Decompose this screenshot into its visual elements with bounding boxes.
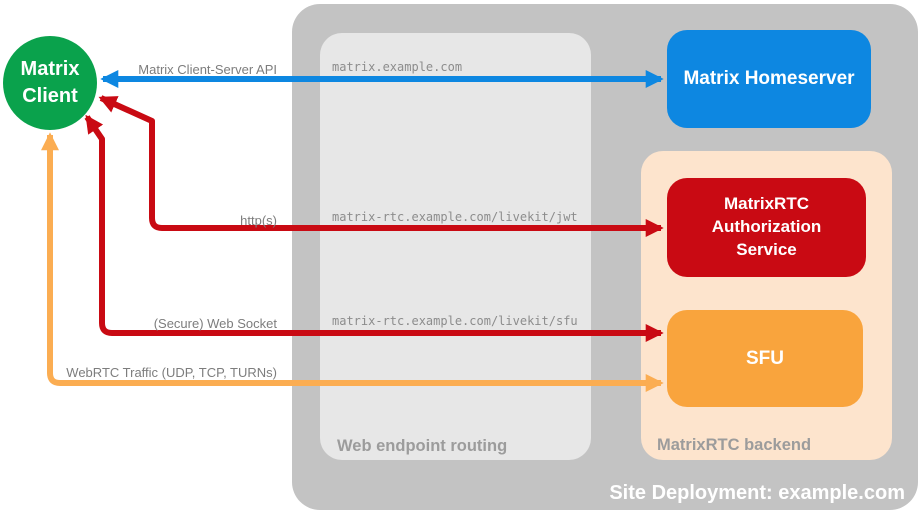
route-homeserver-domain: matrix.example.com	[332, 60, 463, 74]
websocket-label: (Secure) Web Socket	[153, 316, 277, 331]
route-jwt-endpoint: matrix-rtc.example.com/livekit/jwt	[332, 210, 578, 224]
webrtc-label: WebRTC Traffic (UDP, TCP, TURNs)	[66, 365, 277, 380]
client-server-api-label: Matrix Client-Server API	[138, 62, 277, 77]
web-endpoint-routing-label: Web endpoint routing	[337, 437, 508, 455]
auth-service-node: MatrixRTC Authorization Service	[667, 178, 866, 277]
https-label: http(s)	[240, 213, 277, 228]
web-endpoint-routing-container	[320, 33, 591, 460]
sfu-node: SFU	[667, 310, 863, 407]
route-sfu-endpoint: matrix-rtc.example.com/livekit/sfu	[332, 314, 578, 328]
matrix-client-node: Matrix Client	[3, 36, 97, 130]
site-deployment-label: Site Deployment: example.com	[609, 482, 905, 504]
matrix-homeserver-node: Matrix Homeserver	[667, 30, 871, 128]
matrixrtc-backend-label: MatrixRTC backend	[657, 436, 812, 454]
